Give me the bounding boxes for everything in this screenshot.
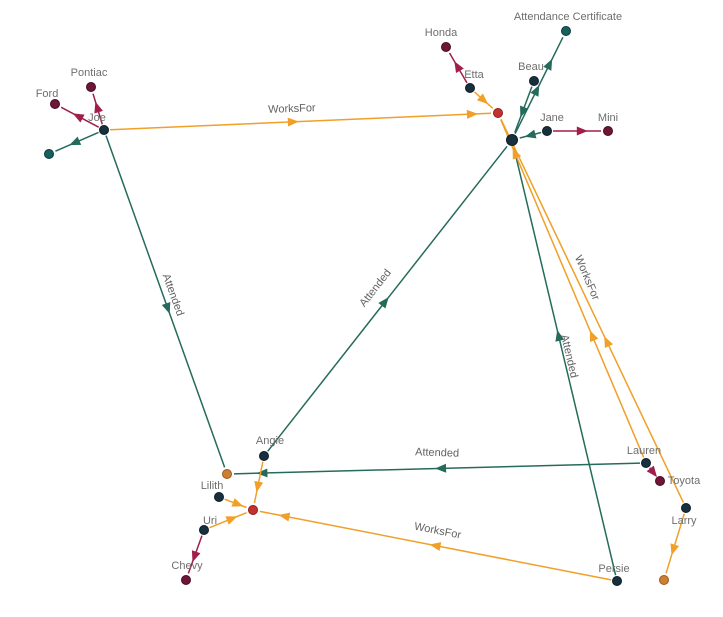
node-co_br[interactable]: [659, 575, 669, 585]
node-label-chevy: Chevy: [171, 560, 203, 572]
arrowhead-icon: [254, 480, 264, 493]
arrowhead-icon: [94, 101, 103, 114]
node-persie[interactable]: [612, 576, 622, 586]
arrowhead-icon: [589, 330, 599, 343]
node-pontiac[interactable]: [86, 82, 96, 92]
node-label-uri: Uri: [203, 515, 217, 527]
node-co_top[interactable]: [493, 108, 503, 118]
arrowhead-icon: [435, 463, 447, 473]
node-label-larry: Larry: [671, 515, 697, 527]
edge-persie-hub[interactable]: [513, 147, 617, 576]
edge-label-persie-co_bot: WorksFor: [413, 521, 462, 542]
edge-larry-co_br[interactable]: [665, 513, 685, 574]
node-larry[interactable]: [681, 503, 691, 513]
node-mini[interactable]: [603, 126, 613, 136]
arrowhead-icon: [278, 512, 291, 522]
arrowhead-icon: [287, 117, 299, 127]
node-lilith[interactable]: [214, 492, 224, 502]
arrowhead-icon: [530, 84, 540, 97]
arrowhead-icon: [543, 58, 553, 71]
node-ev_bot[interactable]: [222, 469, 232, 479]
node-angie[interactable]: [259, 451, 269, 461]
arrowhead-icon: [69, 136, 82, 146]
node-etta[interactable]: [465, 83, 475, 93]
arrowhead-icon: [520, 105, 529, 118]
arrowhead-icon: [72, 113, 85, 123]
node-label-jane: Jane: [540, 112, 564, 124]
node-label-ford: Ford: [36, 88, 59, 100]
node-label-beau: Beau: [518, 61, 544, 73]
node-label-honda: Honda: [425, 27, 458, 39]
node-label-lauren: Lauren: [627, 445, 661, 457]
node-hub[interactable]: [506, 134, 518, 146]
node-jane[interactable]: [542, 126, 552, 136]
node-co_bot[interactable]: [248, 505, 258, 515]
arrowhead-icon: [191, 550, 201, 563]
node-label-pontiac: Pontiac: [71, 67, 108, 79]
node-toyota[interactable]: [655, 476, 665, 486]
node-label-etta: Etta: [464, 69, 484, 81]
edge-label-joe-co_top: WorksFor: [268, 102, 316, 116]
edge-joe-co_top[interactable]: [109, 112, 492, 131]
node-label-cert1: Attendance Certificate: [514, 11, 622, 23]
node-cert1[interactable]: [561, 26, 571, 36]
node-lauren[interactable]: [641, 458, 651, 468]
node-label-lilith: Lilith: [201, 480, 224, 492]
arrowhead-icon: [476, 93, 489, 105]
arrowhead-icon: [231, 498, 244, 507]
arrowhead-icon: [646, 465, 657, 478]
arrowhead-icon: [604, 336, 614, 349]
edge-larry-co_top[interactable]: [500, 118, 685, 503]
node-chevy[interactable]: [181, 575, 191, 585]
node-label-angie: Angie: [256, 435, 284, 447]
node-beau[interactable]: [529, 76, 539, 86]
node-label-joe: Joe: [88, 112, 106, 124]
edge-label-lauren-ev_bot: Attended: [415, 446, 459, 460]
edge-lauren-co_top[interactable]: [500, 119, 645, 458]
node-honda[interactable]: [441, 42, 451, 52]
arrowhead-icon: [670, 543, 680, 556]
arrowhead-icon: [454, 61, 464, 74]
arrowhead-icon: [161, 301, 171, 314]
arrowhead-icon: [555, 329, 565, 342]
arrowhead-icon: [378, 297, 389, 309]
node-ford[interactable]: [50, 99, 60, 109]
edge-label-persie-hub: Attended: [558, 334, 580, 380]
arrowhead-icon: [466, 109, 478, 119]
arrowhead-icon: [576, 126, 588, 136]
arrowhead-icon: [225, 516, 238, 525]
node-joe[interactable]: [99, 125, 109, 135]
node-label-toyota: Toyota: [668, 475, 701, 487]
node-label-mini: Mini: [598, 112, 618, 124]
node-cert2[interactable]: [44, 149, 54, 159]
arrowhead-icon: [256, 468, 268, 478]
node-label-persie: Persie: [598, 563, 629, 575]
edge-joe-ev_bot[interactable]: [105, 135, 226, 468]
node-uri[interactable]: [199, 525, 209, 535]
arrowhead-icon: [524, 129, 537, 139]
edge-label-angie-hub: Attended: [357, 267, 394, 309]
arrowhead-icon: [429, 542, 442, 551]
